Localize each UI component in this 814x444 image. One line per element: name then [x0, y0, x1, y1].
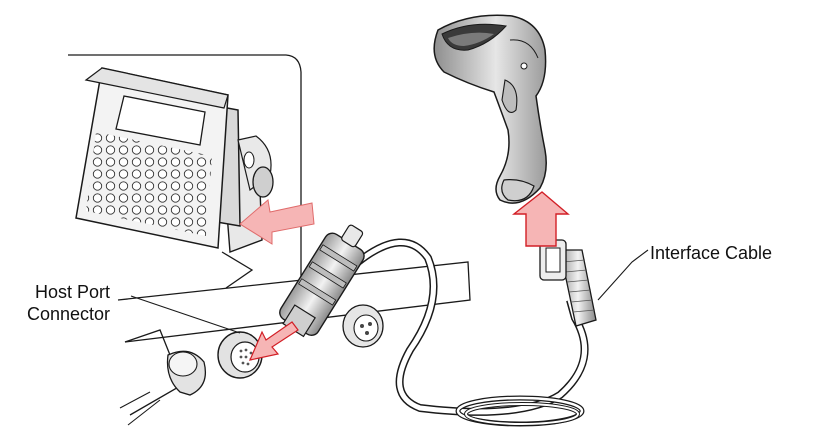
- host-port-icon: [120, 305, 383, 425]
- host-port-label-line2: Connector: [27, 303, 110, 325]
- terminal-keypad-icon: [76, 68, 273, 288]
- host-port-label-line1: Host Port: [27, 281, 110, 303]
- host-port-connector-label: Host Port Connector: [27, 281, 110, 325]
- barcode-scanner-icon: [434, 15, 546, 203]
- interface-cable-label: Interface Cable: [650, 242, 772, 264]
- interface-cable-plug: [540, 240, 596, 326]
